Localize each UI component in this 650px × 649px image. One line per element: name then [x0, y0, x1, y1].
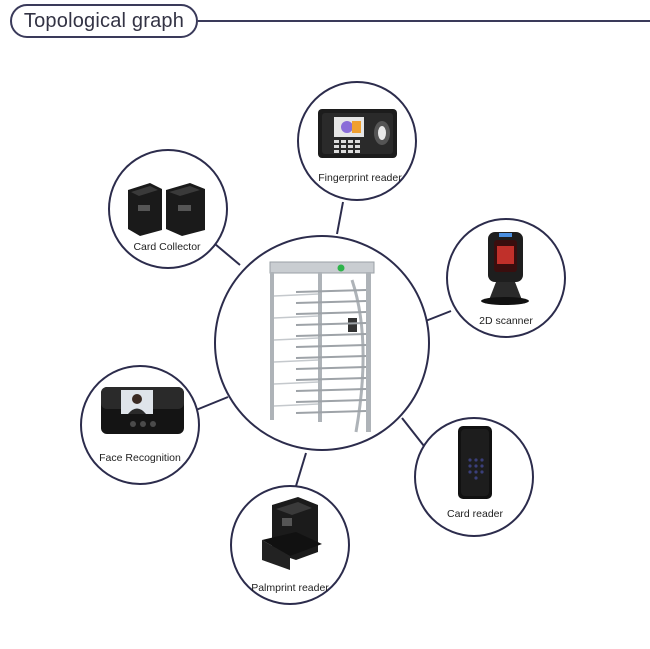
node-card-reader: Card reader [414, 417, 534, 537]
node-fingerprint: Fingerprint reader [297, 81, 417, 201]
node-label: Fingerprint reader [318, 172, 402, 184]
card-reader-icon [458, 426, 492, 499]
connector-scanner [422, 310, 452, 323]
node-face: Face Recognition [80, 365, 200, 485]
node-label: 2D scanner [479, 315, 533, 327]
palmprint-reader-icon [262, 497, 322, 570]
node-scanner: 2D scanner [446, 218, 566, 338]
node-card-collector: Card Collector [108, 149, 228, 269]
header-rule [198, 20, 650, 22]
connector-palmprint [295, 452, 307, 487]
turnstile-icon [269, 261, 375, 433]
node-label: Palmprint reader [251, 582, 329, 594]
node-label: Face Recognition [99, 452, 181, 464]
fingerprint-reader-icon [318, 109, 397, 158]
card-collector-icon [128, 183, 205, 236]
node-label: Card Collector [133, 241, 201, 253]
node-label: Card reader [447, 508, 504, 520]
connector-fingerprint [336, 201, 344, 235]
connector-card-reader [401, 417, 425, 447]
node-palmprint: Palmprint reader [230, 485, 350, 605]
page-title: Topological graph [23, 9, 185, 32]
connector-card-collector [214, 243, 241, 266]
connector-face [195, 396, 229, 411]
2d-scanner-icon [481, 232, 529, 305]
connectors [195, 201, 452, 487]
center-node [214, 235, 430, 451]
face-recognition-icon [101, 387, 184, 434]
title-pill: Topological graph [10, 4, 198, 38]
